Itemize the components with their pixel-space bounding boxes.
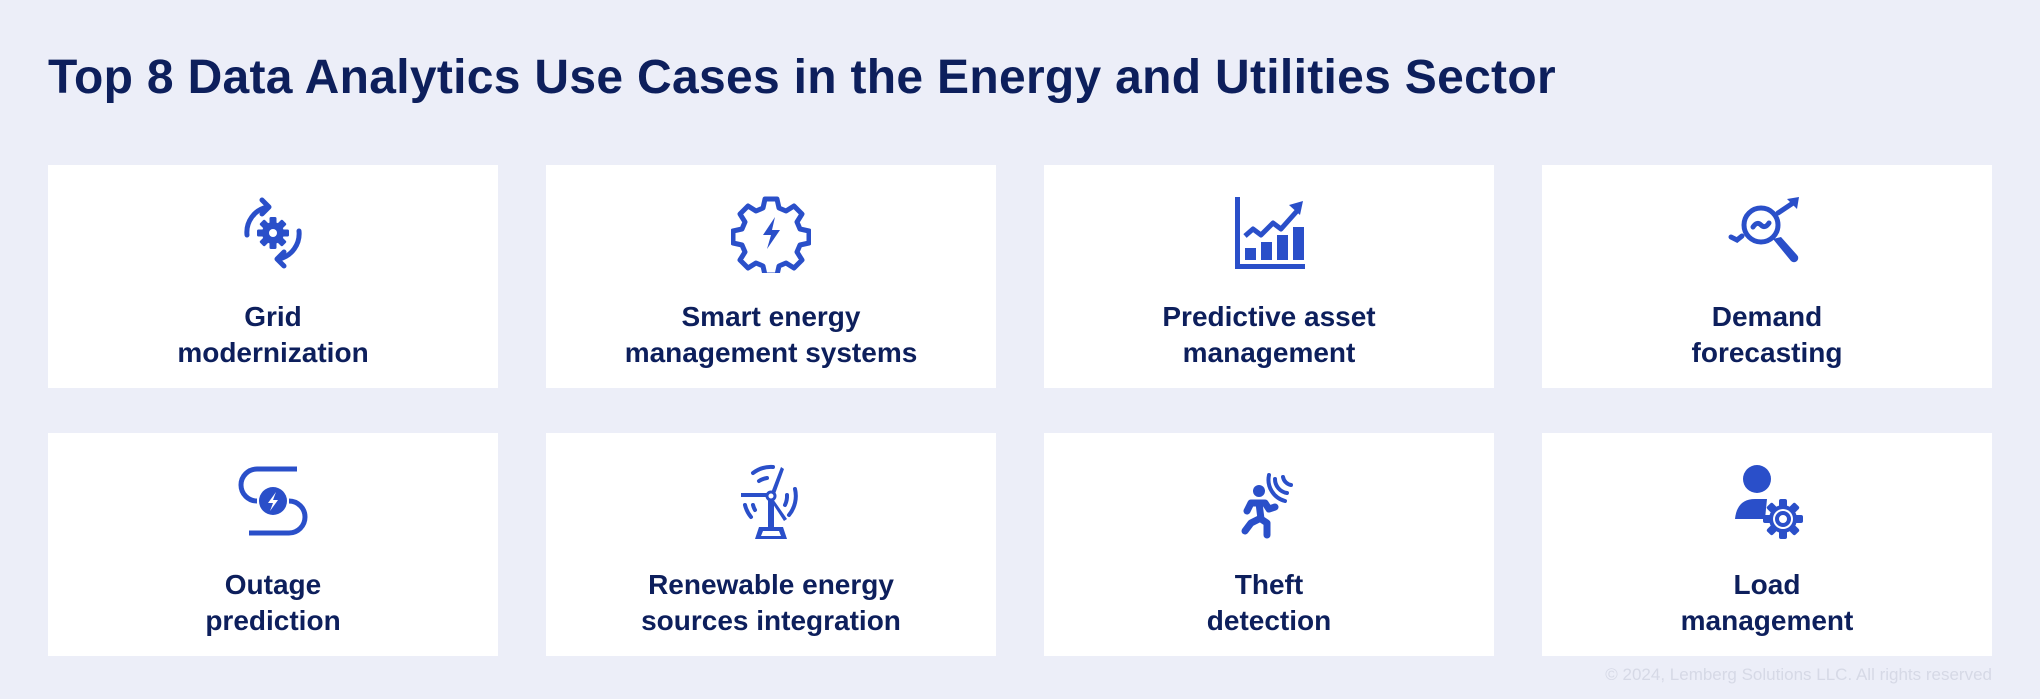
page-title: Top 8 Data Analytics Use Cases in the En… — [48, 51, 1556, 104]
card-label: Load management — [1680, 569, 1854, 636]
card-grid-modernization: Grid modernization — [48, 165, 498, 388]
gear-cycle-icon — [233, 193, 313, 273]
card-label: Outage prediction — [205, 569, 341, 636]
card-label: Demand forecasting — [1691, 301, 1843, 368]
card-label: Grid modernization — [177, 301, 369, 368]
card-outage-prediction: Outage prediction — [48, 433, 498, 656]
gear-lightning-icon — [731, 193, 811, 273]
magnifier-trend-icon — [1727, 193, 1807, 273]
growth-chart-icon — [1229, 193, 1309, 273]
wind-turbine-icon — [731, 461, 811, 541]
card-label: Smart energy management systems — [624, 301, 918, 368]
card-theft-detection: Theft detection — [1044, 433, 1494, 656]
card-predictive-asset: Predictive asset management — [1044, 165, 1494, 388]
card-demand-forecasting: Demand forecasting — [1542, 165, 1992, 388]
card-smart-energy: Smart energy management systems — [546, 165, 996, 388]
card-label: Renewable energy sources integration — [641, 569, 901, 636]
user-gear-icon — [1727, 461, 1807, 541]
card-label: Predictive asset management — [1162, 301, 1376, 368]
use-case-grid: Grid modernization Smart energy manageme… — [48, 165, 1992, 656]
running-person-signal-icon — [1229, 461, 1309, 541]
card-load-management: Load management — [1542, 433, 1992, 656]
outage-lightning-icon — [233, 461, 313, 541]
card-renewable-energy: Renewable energy sources integration — [546, 433, 996, 656]
copyright-footer: © 2024, Lemberg Solutions LLC. All right… — [1605, 665, 1992, 684]
card-label: Theft detection — [1206, 569, 1332, 636]
